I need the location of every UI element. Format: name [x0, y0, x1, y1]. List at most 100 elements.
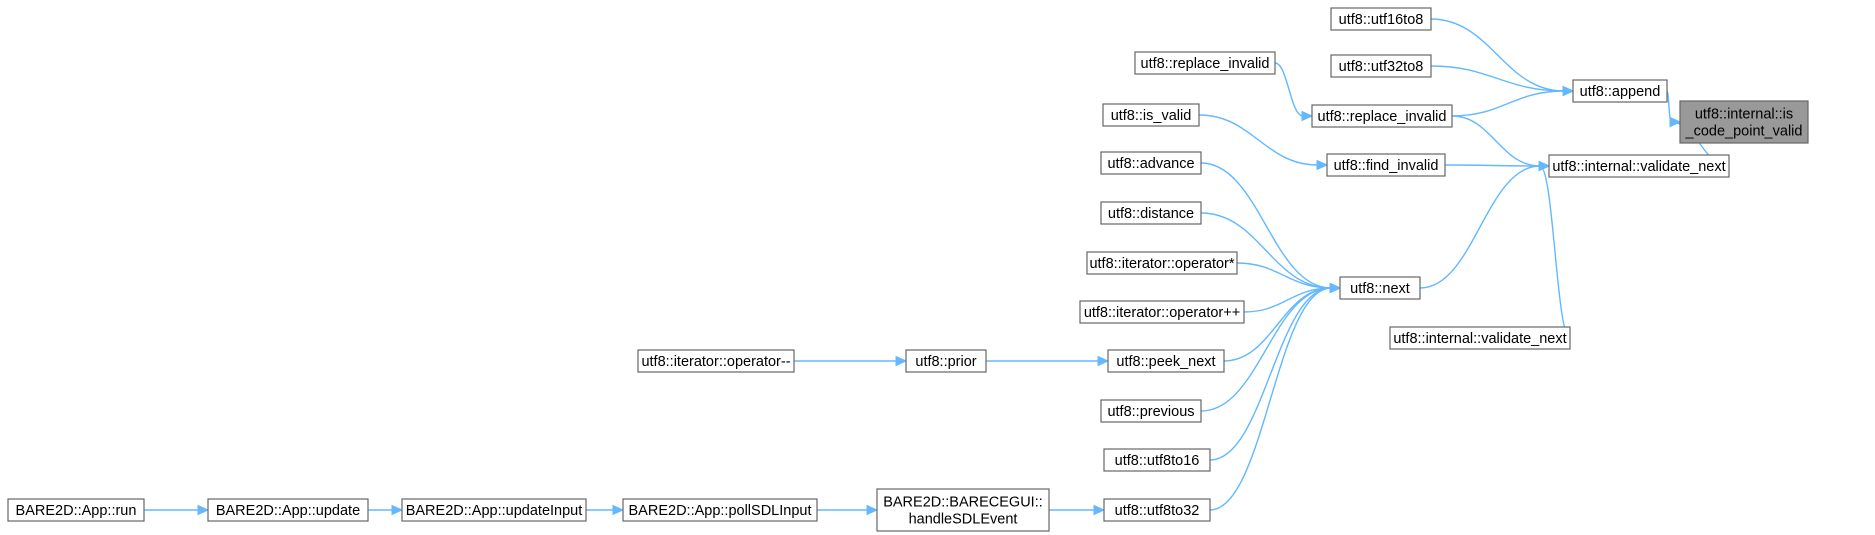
- node-box: [1326, 153, 1446, 177]
- node-box: [1548, 154, 1730, 178]
- node-label: BARE2D::BARECEGUI::: [883, 495, 1043, 511]
- node-box: [1134, 51, 1276, 75]
- node-utf32to8[interactable]: utf8::utf32to8: [1330, 54, 1432, 78]
- node-box: [1330, 7, 1432, 31]
- node-label: utf8::next: [1350, 281, 1410, 297]
- node-peek-next[interactable]: utf8::peek_next: [1107, 349, 1225, 373]
- node-label: BARE2D::App::pollSDLInput: [629, 503, 812, 519]
- arrowhead: [1316, 159, 1329, 171]
- edge-iter-deref-to-next: [1236, 262, 1332, 289]
- node-utf8to16[interactable]: utf8::utf8to16: [1103, 448, 1211, 472]
- node-label: utf8::replace_invalid: [1318, 109, 1447, 125]
- node-distance[interactable]: utf8::distance: [1100, 201, 1202, 225]
- arrowhead: [612, 504, 625, 516]
- arrowhead: [866, 504, 879, 516]
- node-label: BARE2D::App::updateInput: [406, 503, 583, 519]
- edge-utf32to8-to-append: [1430, 65, 1565, 92]
- arrowhead: [391, 504, 404, 516]
- node-pollSDLInput[interactable]: BARE2D::App::pollSDLInput: [622, 498, 818, 522]
- arrowhead: [197, 504, 210, 516]
- node-label: utf8::utf16to8: [1339, 12, 1424, 28]
- node-validate-next-2[interactable]: utf8::internal::validate_next: [1389, 326, 1571, 350]
- node-label: utf8::prior: [915, 354, 976, 370]
- node-is-code-point-valid[interactable]: utf8::internal::is_code_point_valid: [1679, 100, 1809, 144]
- node-box: [1679, 100, 1809, 144]
- arrowhead: [895, 355, 908, 367]
- node-label: utf8::find_invalid: [1334, 158, 1439, 174]
- node-replace-invalid[interactable]: utf8::replace_invalid: [1311, 104, 1453, 128]
- edge-utf8to32-to-next: [1209, 287, 1332, 511]
- node-box: [401, 498, 587, 522]
- edge-is-valid-to-find-invalid: [1198, 114, 1319, 166]
- node-replace-invalid-top[interactable]: utf8::replace_invalid: [1134, 51, 1276, 75]
- node-label: utf8::peek_next: [1116, 354, 1215, 370]
- node-label: handleSDLEvent: [909, 512, 1018, 528]
- node-box: [1100, 201, 1202, 225]
- nodes-layer: utf8::internal::is_code_point_validutf8:…: [7, 7, 1809, 532]
- node-label: utf8::advance: [1107, 156, 1194, 172]
- node-iter-deref[interactable]: utf8::iterator::operator*: [1086, 251, 1238, 275]
- node-label: _code_point_valid: [1685, 124, 1803, 140]
- node-iter-inc[interactable]: utf8::iterator::operator++: [1079, 300, 1245, 324]
- node-prior[interactable]: utf8::prior: [905, 349, 987, 373]
- arrowhead: [1097, 355, 1110, 367]
- edge-replace-invalid-top-to-replace-invalid: [1274, 62, 1304, 117]
- node-label: utf8::internal::validate_next: [1552, 159, 1725, 175]
- node-label: utf8::utf8to16: [1115, 453, 1200, 469]
- node-advance[interactable]: utf8::advance: [1100, 151, 1202, 175]
- node-label: utf8::is_valid: [1111, 108, 1192, 124]
- node-label: utf8::internal::is: [1695, 107, 1793, 123]
- node-find-invalid[interactable]: utf8::find_invalid: [1326, 153, 1446, 177]
- node-box: [1100, 151, 1202, 175]
- node-box: [1086, 251, 1238, 275]
- node-label: utf8::previous: [1107, 404, 1194, 420]
- edge-advance-to-next: [1200, 162, 1332, 289]
- node-handleSDLEvent[interactable]: BARE2D::BARECEGUI::handleSDLEvent: [876, 488, 1050, 532]
- node-label: utf8::iterator::operator*: [1089, 256, 1234, 272]
- arrowhead: [1329, 282, 1342, 294]
- edge-validate-next-2-to-validate-next-main: [1539, 165, 1571, 339]
- node-label: utf8::append: [1580, 84, 1661, 100]
- node-is-valid[interactable]: utf8::is_valid: [1102, 103, 1200, 127]
- node-box: [1339, 276, 1421, 300]
- node-update[interactable]: BARE2D::App::update: [207, 498, 369, 522]
- node-box: [207, 498, 369, 522]
- node-run[interactable]: BARE2D::App::run: [7, 498, 145, 522]
- edge-next-to-validate-next-main: [1419, 165, 1541, 289]
- edge-utf16to8-to-append: [1430, 18, 1565, 92]
- edge-replace-invalid-to-validate-next-main: [1451, 115, 1541, 167]
- node-label: utf8::iterator::operator--: [641, 354, 790, 370]
- node-box: [1572, 79, 1668, 103]
- node-label: BARE2D::App::run: [16, 503, 137, 519]
- node-utf8to32[interactable]: utf8::utf8to32: [1103, 498, 1211, 522]
- node-updateInput[interactable]: BARE2D::App::updateInput: [401, 498, 587, 522]
- arrowhead: [1093, 504, 1106, 516]
- edge-replace-invalid-to-append: [1451, 90, 1565, 117]
- node-label: utf8::replace_invalid: [1141, 56, 1270, 72]
- node-box: [1103, 498, 1211, 522]
- edge-find-invalid-to-validate-next-main: [1444, 164, 1541, 167]
- node-append[interactable]: utf8::append: [1572, 79, 1668, 103]
- edge-utf8to16-to-next: [1209, 287, 1332, 461]
- node-iter-dec[interactable]: utf8::iterator::operator--: [637, 349, 795, 373]
- node-box: [622, 498, 818, 522]
- node-box: [1311, 104, 1453, 128]
- node-previous[interactable]: utf8::previous: [1100, 399, 1202, 423]
- node-box: [637, 349, 795, 373]
- node-box: [876, 488, 1050, 532]
- edge-distance-to-next: [1200, 212, 1332, 289]
- node-label: utf8::utf8to32: [1115, 503, 1200, 519]
- node-next[interactable]: utf8::next: [1339, 276, 1421, 300]
- node-utf16to8[interactable]: utf8::utf16to8: [1330, 7, 1432, 31]
- arrowhead: [1301, 110, 1314, 122]
- edges-layer: [144, 18, 1730, 516]
- node-label: utf8::iterator::operator++: [1084, 305, 1240, 321]
- node-box: [1103, 448, 1211, 472]
- node-label: BARE2D::App::update: [216, 503, 360, 519]
- edge-peek-next-to-next: [1223, 287, 1332, 362]
- arrowhead: [1538, 160, 1551, 172]
- node-box: [1107, 349, 1225, 373]
- node-validate-next-main[interactable]: utf8::internal::validate_next: [1548, 154, 1730, 178]
- node-box: [905, 349, 987, 373]
